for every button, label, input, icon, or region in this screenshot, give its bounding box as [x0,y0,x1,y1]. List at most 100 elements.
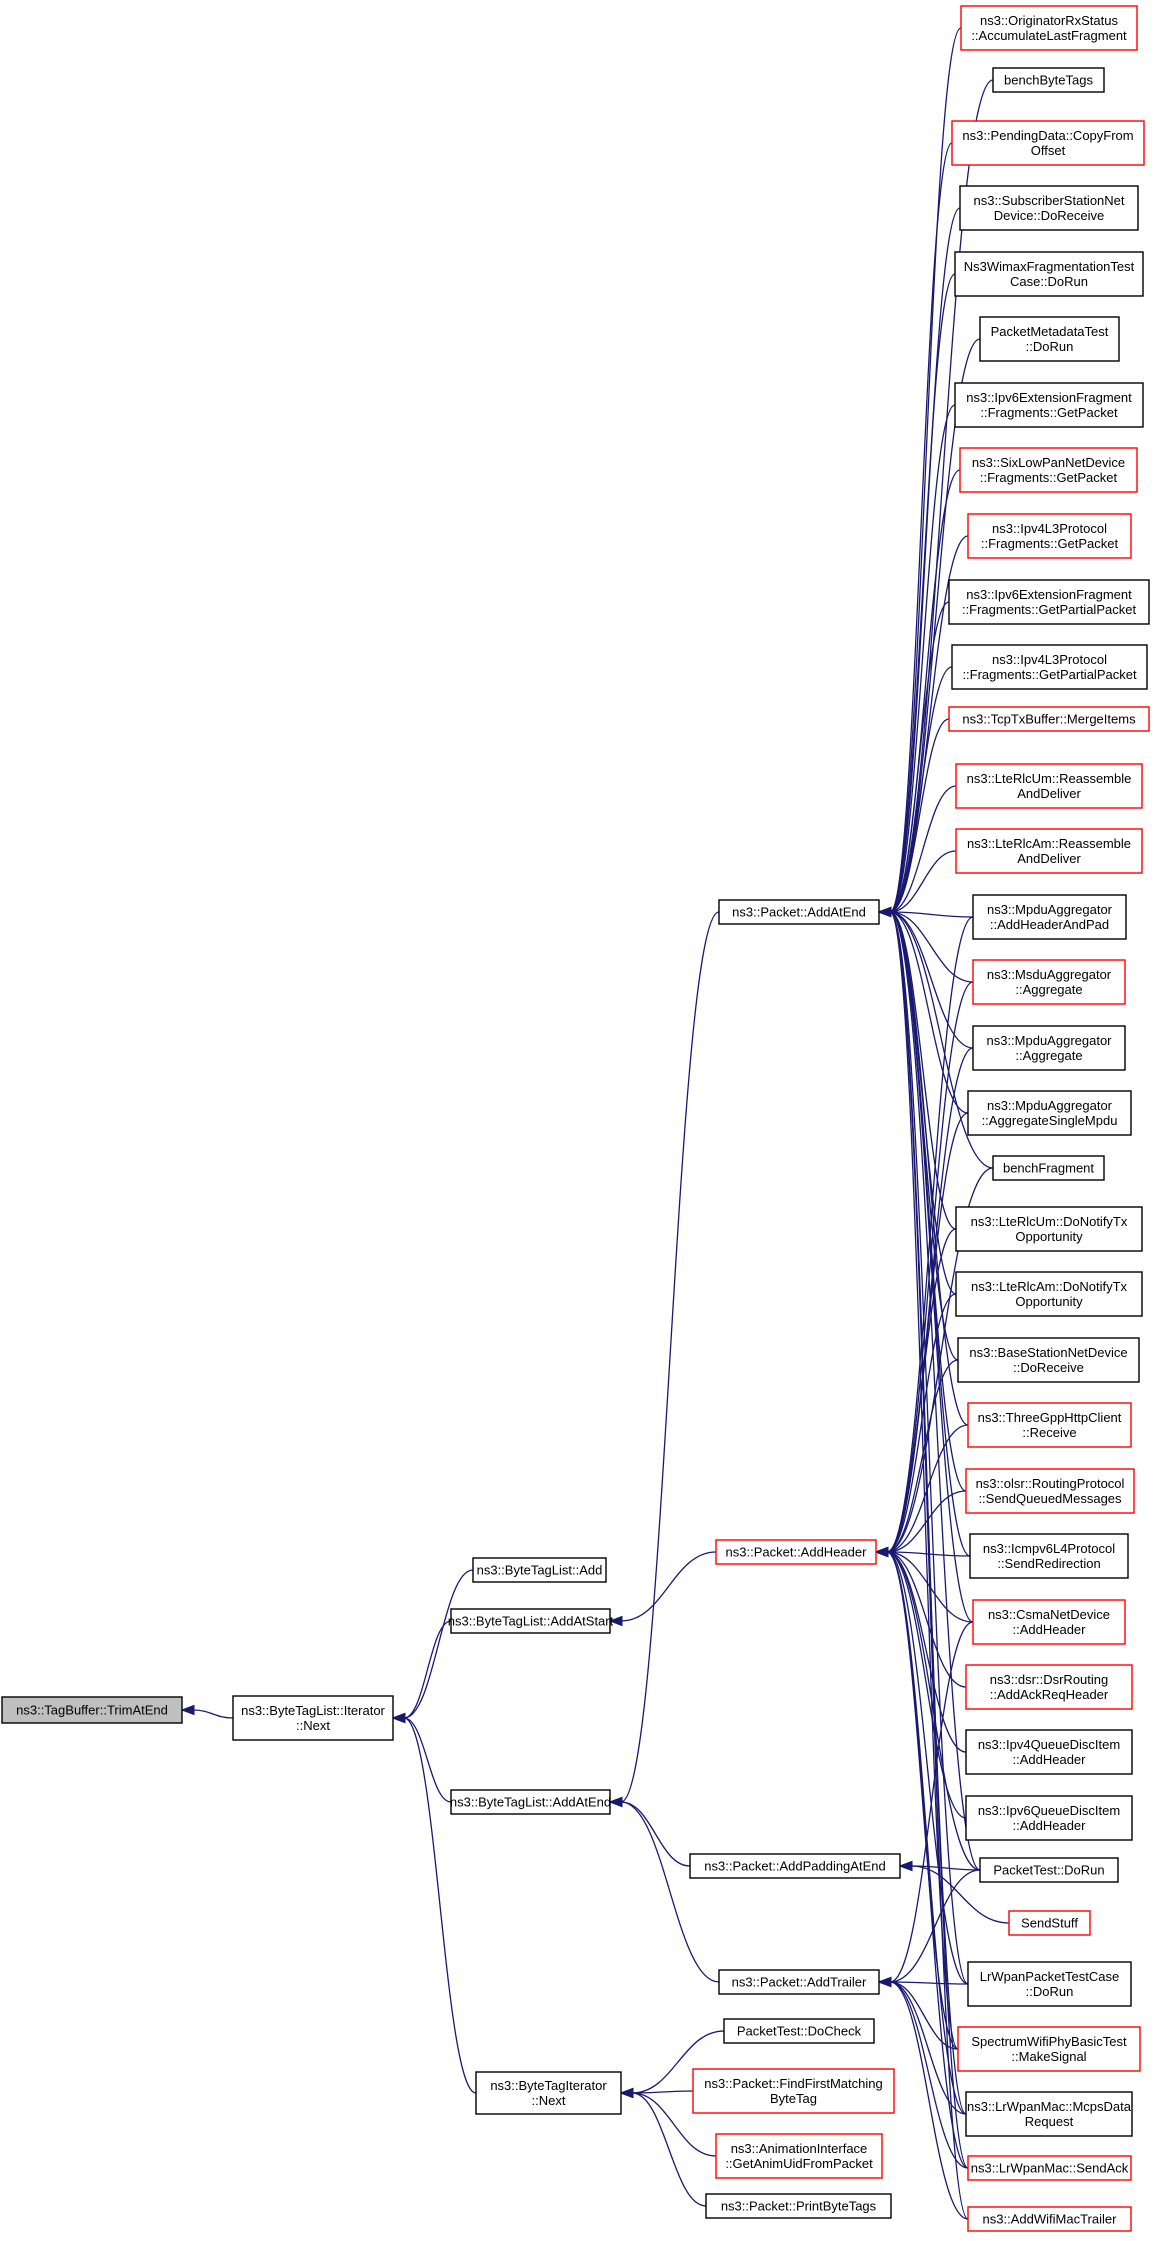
node-anim_getuid[interactable]: ns3::AnimationInterface::GetAnimUidFromP… [715,2133,883,2179]
node-box [705,2193,892,2219]
node-label-line: ::Aggregate [1015,1048,1082,1063]
node-r30[interactable]: PacketTest::DoRun [979,1857,1119,1883]
node-label-line: ns3::SubscriberStationNet [973,193,1124,208]
node-label-line: ns3::OriginatorRxStatus [980,13,1119,28]
node-box [951,120,1145,166]
node-label-line: ::Fragments::GetPartialPacket [962,667,1137,682]
node-btl_addatend[interactable]: ns3::ByteTagList::AddAtEnd [450,1789,611,1815]
node-box [965,2091,1133,2137]
node-pkt_addpadding[interactable]: ns3::Packet::AddPaddingAtEnd [689,1853,901,1879]
node-r04[interactable]: ns3::SubscriberStationNetDevice::DoRecei… [959,185,1139,231]
node-r15[interactable]: ns3::MpduAggregator::AddHeaderAndPad [972,894,1127,940]
node-r06[interactable]: PacketMetadataTest::DoRun [979,316,1120,362]
node-box [972,959,1126,1005]
node-box [992,1155,1105,1181]
node-box [957,1337,1140,1383]
node-label-line: ns3::Packet::AddPaddingAtEnd [704,1859,885,1874]
node-box [450,1789,611,1815]
call-graph-edges [180,27,1010,2220]
node-r01[interactable]: ns3::OriginatorRxStatus::AccumulateLastF… [960,5,1138,51]
node-label-line: ns3::Packet::PrintByteTags [721,2199,877,2214]
node-btl_addatstart[interactable]: ns3::ByteTagList::AddAtStart [448,1608,614,1634]
node-r22[interactable]: ns3::BaseStationNetDevice::DoReceive [957,1337,1140,1383]
node-r16[interactable]: ns3::MsduAggregator::Aggregate [972,959,1126,1005]
node-r27[interactable]: ns3::dsr::DsrRouting::AddAckReqHeader [965,1664,1133,1710]
node-label-line: ::DoRun [1026,1984,1074,1999]
node-itnext[interactable]: ns3::ByteTagList::Iterator::Next [232,1695,394,1741]
node-r11[interactable]: ns3::Ipv4L3Protocol::Fragments::GetParti… [951,644,1148,690]
node-label-line: Device::DoReceive [994,208,1105,223]
node-label-line: LrWpanPacketTestCase [980,1969,1119,1984]
node-btl_add[interactable]: ns3::ByteTagList::Add [472,1557,607,1583]
node-label-line: ns3::SixLowPanNetDevice [972,455,1125,470]
node-r26[interactable]: ns3::CsmaNetDevice::AddHeader [972,1599,1126,1645]
node-box [965,1468,1135,1514]
call-edge-pkt_printbt-to-bti_next [619,2087,707,2207]
node-r28[interactable]: ns3::Ipv4QueueDiscItem::AddHeader [965,1729,1133,1775]
node-r31[interactable]: SendStuff [1008,1910,1091,1936]
node-label-line: ::Next [296,1718,330,1733]
node-box [957,2026,1141,2072]
node-label-line: Opportunity [1015,1229,1083,1244]
node-r12[interactable]: ns3::TcpTxBuffer::MergeItems [948,706,1150,732]
node-r29[interactable]: ns3::Ipv6QueueDiscItem::AddHeader [965,1795,1133,1841]
node-r32[interactable]: LrWpanPacketTestCase::DoRun [967,1961,1132,2007]
node-box [948,706,1150,732]
node-pkt_printbt[interactable]: ns3::Packet::PrintByteTags [705,2193,892,2219]
call-edge-r36-to-pkt_addtrailer [877,1976,969,2220]
node-label-line: ::Fragments::GetPartialPacket [962,602,1137,617]
node-label-line: Ns3WimaxFragmentationTest [964,259,1135,274]
node-r18[interactable]: ns3::MpduAggregator::AggregateSingleMpdu [967,1090,1132,1136]
node-r10[interactable]: ns3::Ipv6ExtensionFragment::Fragments::G… [948,579,1150,625]
node-r07[interactable]: ns3::Ipv6ExtensionFragment::Fragments::G… [954,382,1144,428]
node-r25[interactable]: ns3::Icmpv6L4Protocol::SendRedirection [969,1533,1129,1579]
node-label-line: ns3::Ipv6ExtensionFragment [966,587,1132,602]
node-pt_docheck[interactable]: PacketTest::DoCheck [723,2018,875,2044]
node-r36[interactable]: ns3::AddWifiMacTrailer [967,2206,1132,2232]
node-pkt_addatend[interactable]: ns3::Packet::AddAtEnd [718,899,880,925]
node-pkt_addheader[interactable]: ns3::Packet::AddHeader [715,1539,877,1565]
node-pkt_addtrailer[interactable]: ns3::Packet::AddTrailer [718,1969,880,1995]
node-box [1008,1910,1091,1936]
node-box [955,763,1143,809]
node-box [972,1599,1126,1645]
node-bti_next[interactable]: ns3::ByteTagIterator::Next [475,2071,622,2115]
node-box [450,1608,611,1634]
node-root[interactable]: ns3::TagBuffer::TrimAtEnd [1,1696,183,1724]
node-r02[interactable]: benchByteTags [992,67,1105,93]
node-label-line: PacketMetadataTest [991,324,1109,339]
node-label-line: ns3::TagBuffer::TrimAtEnd [16,1703,168,1718]
node-r35[interactable]: ns3::LrWpanMac::SendAck [967,2155,1132,2181]
node-r08[interactable]: ns3::SixLowPanNetDevice::Fragments::GetP… [959,447,1138,493]
node-box [1,1696,183,1724]
node-label-line: Opportunity [1015,1294,1083,1309]
node-label-line: ns3::Ipv4L3Protocol [992,521,1107,536]
node-r17[interactable]: ns3::MpduAggregator::Aggregate [972,1025,1126,1071]
node-label-line: ::Aggregate [1015,982,1082,997]
node-label-line: ns3::TcpTxBuffer::MergeItems [962,712,1136,727]
node-label-line: Case::DoRun [1010,274,1088,289]
node-label-line: SpectrumWifiPhyBasicTest [971,2034,1127,2049]
node-r24[interactable]: ns3::olsr::RoutingProtocol::SendQueuedMe… [965,1468,1135,1514]
node-box [232,1695,394,1741]
node-box [718,899,880,925]
node-r33[interactable]: SpectrumWifiPhyBasicTest::MakeSignal [957,2026,1141,2072]
call-edge-btl_addatend-to-itnext [391,1712,452,1803]
call-edge-r26-to-pkt_addtrailer [877,1621,974,1988]
node-label-line: ns3::AddWifiMacTrailer [983,2212,1118,2227]
node-label-line: ::DoReceive [1013,1360,1084,1375]
node-r23[interactable]: ns3::ThreeGppHttpClient::Receive [967,1402,1132,1448]
node-box [972,894,1127,940]
node-r09[interactable]: ns3::Ipv4L3Protocol::Fragments::GetPacke… [967,513,1132,559]
call-edge-r34-to-pkt_addheader [874,1546,967,2115]
node-r19[interactable]: benchFragment [992,1155,1105,1181]
node-box [959,447,1138,493]
